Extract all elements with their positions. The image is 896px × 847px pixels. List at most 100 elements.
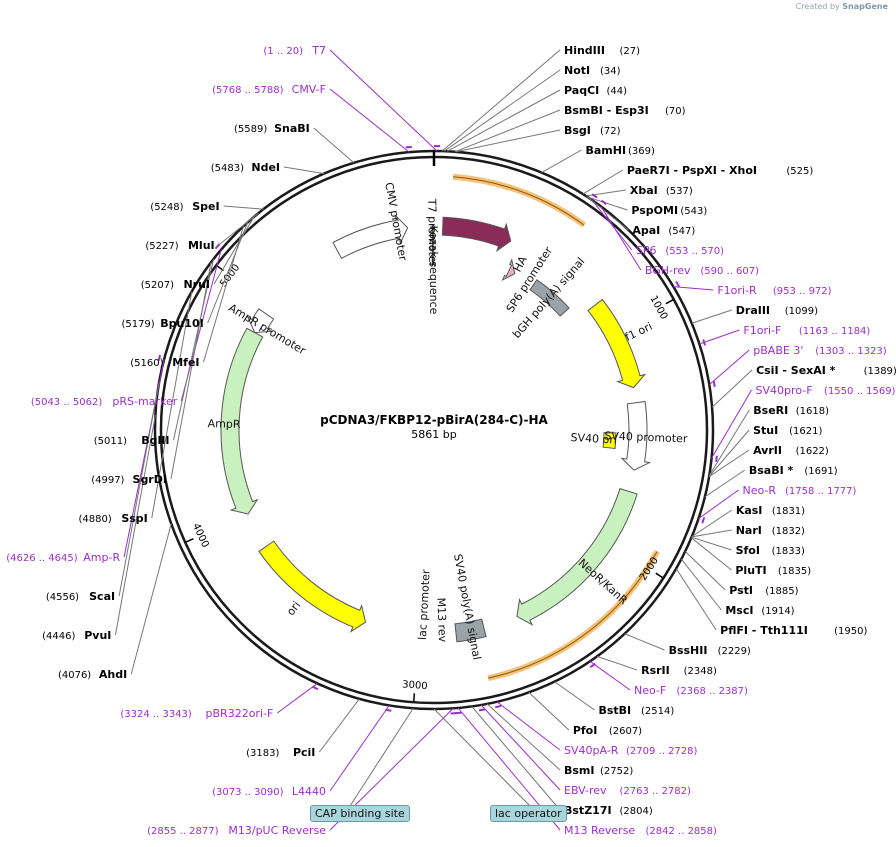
- leader-line: [589, 660, 631, 691]
- enzyme-apai[interactable]: ApaI(547): [632, 224, 695, 237]
- primer-amp-r[interactable]: Amp-R(4626 .. 4645): [6, 551, 120, 564]
- enzyme-xbai[interactable]: XbaI(537): [630, 184, 693, 197]
- primer-sp6[interactable]: SP6(553 .. 570): [636, 244, 724, 257]
- enzyme-scai[interactable]: ScaI(4556): [46, 590, 115, 603]
- enzyme-pflfi-tth111i[interactable]: PflFI - Tth111I(1950): [720, 624, 867, 637]
- primer-mark: [312, 685, 319, 691]
- enzyme-kasi[interactable]: KasI(1831): [736, 504, 805, 517]
- primer-t7[interactable]: T7(1 .. 20): [263, 44, 326, 57]
- enzyme-stui[interactable]: StuI(1621): [753, 424, 822, 437]
- tag-lac-operator[interactable]: lac operator: [490, 805, 567, 822]
- feature-ori[interactable]: [258, 540, 367, 633]
- enzyme-bamhi[interactable]: BamHI(369): [586, 144, 655, 157]
- enzyme-csii-sexai[interactable]: CsiI - SexAI *(1389): [756, 364, 896, 377]
- enzyme-draiii[interactable]: DraIII(1099): [736, 304, 818, 317]
- enzyme-pluti[interactable]: PluTI(1835): [735, 564, 811, 577]
- feature-sv40-promoter[interactable]: [620, 400, 652, 471]
- enzyme-bpu10i[interactable]: Bpu10I(5179): [121, 317, 203, 330]
- enzyme-pspomi[interactable]: PspOMI(543): [631, 204, 707, 217]
- enzyme-nrui[interactable]: NruI(5207): [141, 278, 210, 291]
- enzyme-pcii[interactable]: PciI(3183): [246, 746, 315, 759]
- enzyme-paer7i-pspxi-xhoi[interactable]: PaeR7I - PspXI - XhoI(525): [627, 164, 813, 177]
- site-coord: (34): [600, 66, 621, 77]
- enzyme-avrii[interactable]: AvrII(1622): [753, 444, 829, 457]
- enzyme-pvui[interactable]: PvuI(4446): [42, 629, 111, 642]
- primer-ebv-rev[interactable]: EBV-rev(2763 .. 2782): [564, 784, 691, 797]
- enzyme-bstbi[interactable]: BstBI(2514): [598, 704, 674, 717]
- primer-sv40pa-r[interactable]: SV40pA-R(2709 .. 2728): [564, 744, 698, 757]
- primer-mark: [675, 280, 681, 288]
- enzyme-noti[interactable]: NotI(34): [564, 64, 621, 77]
- enzyme-bsshii[interactable]: BssHII(2229): [669, 644, 751, 657]
- leader-line: [318, 698, 360, 753]
- enzyme-ndei[interactable]: NdeI(5483): [211, 161, 280, 174]
- enzyme-mfei[interactable]: MfeI(5160): [130, 356, 199, 369]
- site-name: MluI: [188, 239, 215, 252]
- enzyme-pfoi[interactable]: PfoI(2607): [573, 724, 642, 737]
- feature-ampr-promoter[interactable]: [246, 308, 275, 334]
- enzyme-bsmi[interactable]: BsmI(2752): [564, 764, 633, 777]
- enzyme-mlui[interactable]: MluI(5227): [145, 239, 214, 252]
- site-name: PaeR7I - PspXI - XhoI: [627, 164, 757, 177]
- site-coord: (1163 .. 1184): [799, 326, 871, 337]
- primer-prs-marker[interactable]: pRS-marker(5043 .. 5062): [31, 395, 178, 408]
- primer-m13-reverse[interactable]: M13 Reverse(2842 .. 2858): [564, 824, 717, 837]
- enzyme-spei[interactable]: SpeI(5248): [150, 200, 219, 213]
- site-name: AvrII: [753, 444, 782, 457]
- primer-pbr322ori-f[interactable]: pBR322ori-F(3324 .. 3343): [120, 707, 273, 720]
- leader-line: [454, 109, 561, 153]
- site-name: Bpu10I: [160, 317, 204, 330]
- enzyme-sspi[interactable]: SspI(4880): [78, 512, 147, 525]
- enzyme-snabi[interactable]: SnaBI(5589): [234, 122, 310, 135]
- feature-ampr[interactable]: [220, 327, 264, 515]
- enzyme-bglii[interactable]: BglII(5011): [94, 434, 170, 447]
- leader-line: [443, 69, 561, 152]
- enzyme-nari[interactable]: NarI(1832): [736, 524, 805, 537]
- primer-f1ori-r[interactable]: F1ori-R(953 .. 972): [717, 284, 831, 297]
- enzyme-rsrii[interactable]: RsrII(2348): [641, 664, 717, 677]
- enzyme-bsabi[interactable]: BsaBI *(1691): [749, 464, 838, 477]
- primer-f1ori-f[interactable]: F1ori-F(1163 .. 1184): [743, 324, 870, 337]
- enzyme-msci[interactable]: MscI(1914): [725, 604, 794, 617]
- primer-mark: [478, 708, 486, 712]
- enzyme-bsmbi-esp3i[interactable]: BsmBI - Esp3I(70): [564, 104, 686, 117]
- feature-sv40-ori[interactable]: [602, 432, 617, 450]
- feature-label-kozak-sequence: Kozak sequence: [427, 226, 441, 315]
- feature-sv40-poly-a-signal[interactable]: [454, 618, 487, 643]
- primer-bgh-rev[interactable]: BGH-rev(590 .. 607): [645, 264, 759, 277]
- leader-line: [691, 537, 732, 571]
- feature-cmv-enhancer[interactable]: [332, 213, 409, 260]
- feature-f1-ori[interactable]: [587, 298, 647, 389]
- enzyme-paqci[interactable]: PaqCI(44): [564, 84, 627, 97]
- primer-m13-puc-reverse[interactable]: M13/pUC Reverse(2855 .. 2877): [147, 824, 326, 837]
- leader-line: [480, 704, 561, 791]
- enzyme-bsgi[interactable]: BsgI(72): [564, 124, 621, 137]
- leader-line: [624, 633, 665, 651]
- enzyme-bseri[interactable]: BseRI(1618): [753, 404, 829, 417]
- primer-cmv-f[interactable]: CMV-F(5768 .. 5788): [212, 83, 326, 96]
- primer-l4440[interactable]: L4440(3073 .. 3090): [212, 785, 326, 798]
- feature-ha[interactable]: [501, 258, 516, 282]
- enzyme-hindiii[interactable]: HindIII(27): [564, 44, 640, 57]
- enzyme-ahdi[interactable]: AhdI(4076): [58, 668, 127, 681]
- feature-neor-kanr[interactable]: [516, 487, 638, 626]
- site-coord: (72): [600, 126, 621, 137]
- tick-mark: [184, 537, 194, 544]
- site-coord: (2842 .. 2858): [646, 826, 718, 837]
- primer-pbabe-3[interactable]: pBABE 3'(1303 .. 1323): [753, 344, 887, 357]
- primer-sv40pro-f[interactable]: SV40pro-F(1550 .. 1569): [756, 384, 896, 397]
- primer-mark: [157, 354, 162, 362]
- leader-line: [541, 149, 582, 173]
- enzyme-psti[interactable]: PstI(1885): [729, 584, 798, 597]
- primer-neo-f[interactable]: Neo-F(2368 .. 2387): [634, 684, 748, 697]
- enzyme-sfoi[interactable]: SfoI(1833): [736, 544, 805, 557]
- site-coord: (1099): [785, 306, 818, 317]
- site-name: F1ori-R: [717, 284, 757, 297]
- enzyme-bstz17i[interactable]: BstZ17I(2804): [564, 804, 653, 817]
- feature-fkbp[interactable]: [441, 216, 512, 253]
- primer-neo-r[interactable]: Neo-R(1758 .. 1777): [743, 484, 857, 497]
- tag-cap-binding-site[interactable]: CAP binding site: [310, 805, 410, 822]
- enzyme-sgrdi[interactable]: SgrDI(4997): [91, 473, 167, 486]
- feature-bgh-poly-a-signal[interactable]: [529, 279, 570, 317]
